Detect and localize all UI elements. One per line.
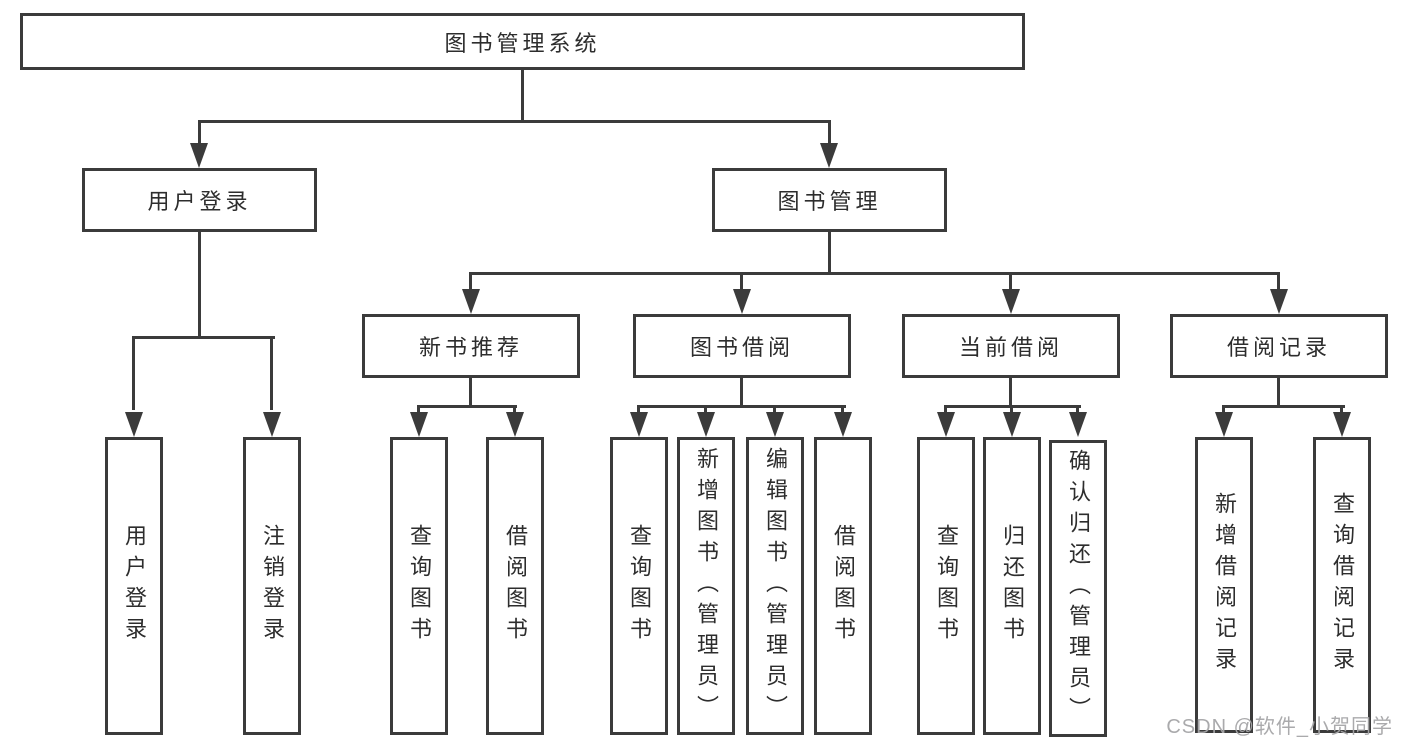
connector-book-mgmt-stub-4 [1277,272,1280,294]
node-new-book-recommend-label: 新书推荐 [418,335,523,360]
arrow-down-icon [766,412,784,437]
arrow-down-icon [834,412,852,437]
node-current-borrow: 当前借阅 [902,314,1120,378]
arrow-down-icon [820,143,838,168]
arrow-down-icon [263,412,281,437]
leaf-return-book-label: 归还图书 [1000,524,1025,648]
connector-root-stub-right [828,120,831,150]
connector-groupB-drop [469,378,472,407]
leaf-return-book: 归还图书 [983,437,1041,735]
arrow-down-icon [1215,412,1233,437]
node-book-management: 图书管理 [712,168,947,232]
leaf-user-login-label: 用户登录 [122,524,147,648]
connector-user-login-stub-1 [132,336,135,410]
leaf-borrow-book-recommend-label: 借阅图书 [503,524,528,648]
leaf-query-borrow-record: 查询借阅记录 [1313,437,1371,733]
connector-groupE-drop [1277,378,1280,407]
node-book-borrow: 图书借阅 [633,314,851,378]
node-user-login: 用户登录 [82,168,317,232]
arrow-down-icon [1002,289,1020,314]
leaf-query-book-current: 查询图书 [917,437,975,735]
leaf-add-book-admin: 新增图书（管理员） [677,437,735,735]
node-borrow-records-label: 借阅记录 [1226,335,1331,360]
leaf-query-borrow-record-label: 查询借阅记录 [1330,492,1355,678]
connector-root-drop [521,70,524,120]
arrow-down-icon [937,412,955,437]
connector-groupC-rail [637,405,846,408]
connector-user-login-drop [198,232,201,336]
node-user-login-label: 用户登录 [147,189,252,214]
arrow-down-icon [1333,412,1351,437]
connector-user-login-stub-2 [270,336,273,410]
connector-groupE-rail [1222,405,1345,408]
csdn-watermark: CSDN @软件_小贺同学 [1166,716,1393,738]
leaf-add-book-admin-label: 新增图书（管理员） [694,446,719,726]
leaf-confirm-return-admin-label: 确认归还（管理员） [1066,449,1091,728]
node-root: 图书管理系统 [20,13,1025,70]
arrow-down-icon [1069,412,1087,437]
node-new-book-recommend: 新书推荐 [362,314,580,378]
connector-user-login-rail [132,336,275,339]
leaf-edit-book-admin: 编辑图书（管理员） [746,437,804,735]
arrow-down-icon [462,289,480,314]
arrow-down-icon [1270,289,1288,314]
node-book-management-label: 图书管理 [777,189,882,214]
leaf-query-book-recommend-label: 查询图书 [407,524,432,648]
node-root-label: 图书管理系统 [444,30,601,56]
connector-groupD-drop [1009,378,1012,407]
connector-book-mgmt-stub-2 [740,272,743,294]
connector-book-mgmt-stub-3 [1009,272,1012,294]
leaf-query-book-recommend: 查询图书 [390,437,448,735]
connector-root-rail [198,120,831,123]
node-book-borrow-label: 图书借阅 [689,335,794,360]
arrow-down-icon [506,412,524,437]
leaf-query-book-borrow: 查询图书 [610,437,668,735]
arrow-down-icon [190,143,208,168]
connector-book-mgmt-stub-1 [469,272,472,294]
node-borrow-records: 借阅记录 [1170,314,1388,378]
connector-root-stub-left [198,120,201,150]
leaf-borrow-book: 借阅图书 [814,437,872,735]
arrow-down-icon [630,412,648,437]
leaf-confirm-return-admin: 确认归还（管理员） [1049,440,1107,737]
leaf-query-book-borrow-label: 查询图书 [627,524,652,648]
connector-book-mgmt-drop [828,232,831,275]
arrow-down-icon [697,412,715,437]
leaf-borrow-book-label: 借阅图书 [831,524,856,648]
arrow-down-icon [125,412,143,437]
leaf-borrow-book-recommend: 借阅图书 [486,437,544,735]
leaf-logout-label: 注销登录 [260,524,285,648]
connector-groupC-drop [740,378,743,407]
connector-book-mgmt-rail [470,272,1280,275]
arrow-down-icon [410,412,428,437]
leaf-logout: 注销登录 [243,437,301,735]
node-current-borrow-label: 当前借阅 [958,335,1063,360]
leaf-add-borrow-record-label: 新增借阅记录 [1212,492,1237,678]
leaf-edit-book-admin-label: 编辑图书（管理员） [763,446,788,726]
leaf-user-login: 用户登录 [105,437,163,735]
arrow-down-icon [733,289,751,314]
connector-groupB-rail [417,405,517,408]
leaf-add-borrow-record: 新增借阅记录 [1195,437,1253,733]
leaf-query-book-current-label: 查询图书 [934,524,959,648]
arrow-down-icon [1003,412,1021,437]
